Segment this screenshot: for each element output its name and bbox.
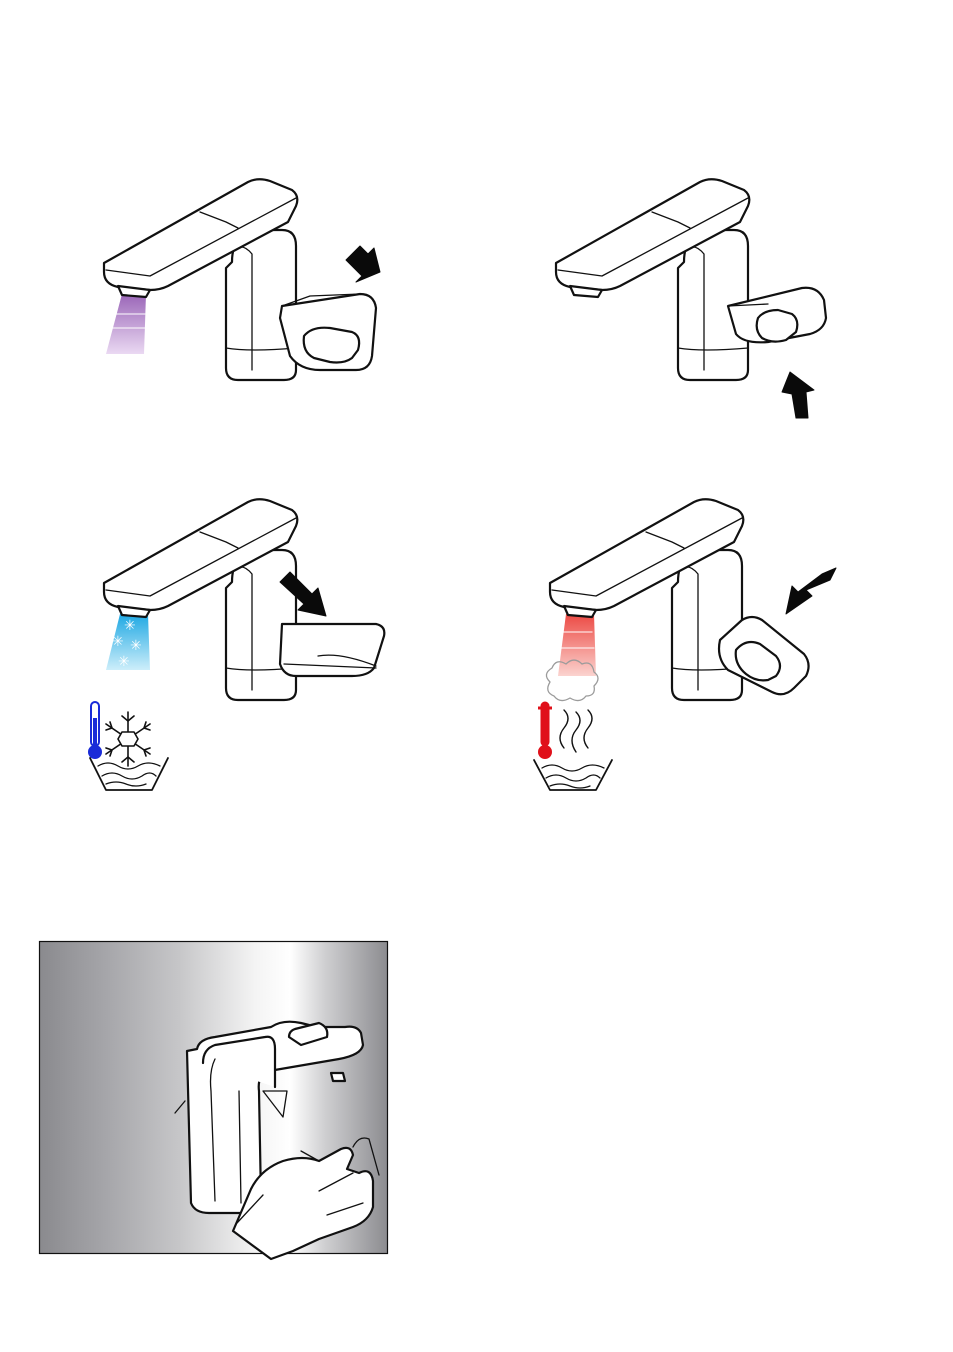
thermometer-icon [88,702,102,759]
basin-icon [534,760,612,790]
steam-icon [560,710,592,752]
basin-icon [90,758,168,790]
faucet-panel-hot [446,480,866,800]
water-stream [106,294,146,354]
hot-water-stream [558,614,596,676]
faucet-panel-push-down [0,160,420,400]
svg-text:✳: ✳ [124,618,136,634]
faucet-panel-cold: ✳ ✳ ✳ ✳ [0,480,420,800]
thermometer-icon [538,702,552,759]
cleaning-panel [39,941,389,1255]
svg-text:✳: ✳ [130,638,142,654]
svg-text:✳: ✳ [118,654,130,670]
diagonal-arrow-icon [786,568,836,614]
faucet-panel-lift-up [452,160,872,430]
down-arrow-icon [346,246,380,282]
snowflake-icon [106,712,150,766]
up-arrow-icon [782,372,814,418]
svg-text:✳: ✳ [112,634,124,650]
